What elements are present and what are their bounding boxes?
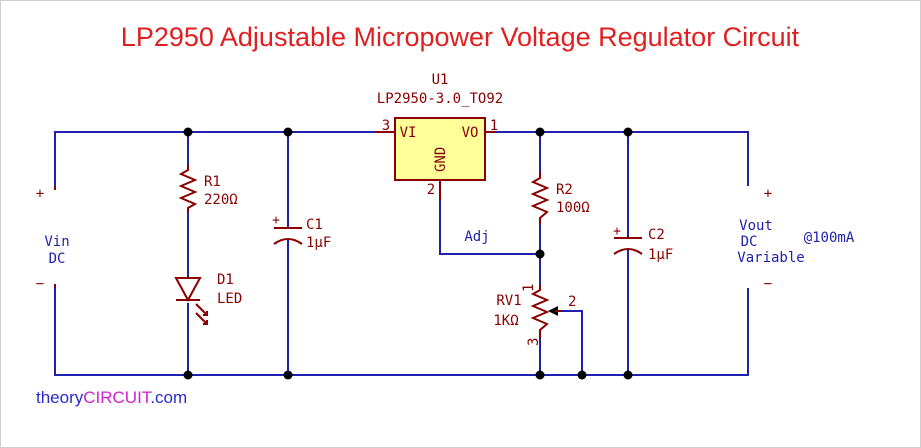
wires	[54, 131, 749, 376]
rv1-ref: RV1	[496, 293, 521, 309]
wiper-wire	[555, 310, 583, 375]
pin-vi-name: VI	[400, 125, 417, 141]
pin-gnd-number: 2	[427, 182, 435, 198]
capacitor-c1: + C1 1µF	[272, 213, 331, 251]
junction-dot	[183, 370, 193, 380]
net-label-adj: Adj	[464, 229, 489, 245]
rv1-value: 1KΩ	[493, 313, 518, 329]
r1-ref: R1	[204, 174, 221, 190]
adj-wire	[439, 200, 540, 255]
output-label-vout: Vout	[739, 218, 773, 234]
brand-circuit: CIRCUIT	[83, 388, 152, 407]
regulator-body	[394, 117, 486, 181]
diagram-title: LP2950 Adjustable Micropower Voltage Reg…	[121, 22, 800, 52]
pin-vo-name: VO	[462, 125, 479, 141]
c1-plus: +	[272, 213, 280, 228]
r2-ref: R2	[556, 182, 573, 198]
c1-ref: C1	[306, 217, 323, 233]
input-terminal: + − Vin DC	[36, 186, 70, 292]
output-terminal: + − Vout DC Variable @100mA	[737, 186, 855, 292]
junctions	[183, 127, 633, 380]
input-plus: +	[36, 186, 44, 202]
resistor-r1: R1 220Ω	[178, 165, 238, 212]
output-minus: −	[764, 276, 772, 292]
regulator-u1: U1 LP2950-3.0_TO92 3 VI VO 1 2 GND	[375, 72, 503, 200]
brand-logo: theoryCIRCUIT.com	[36, 388, 187, 407]
wiper-arrow	[548, 306, 558, 316]
c2-value: 1µF	[648, 247, 673, 263]
output-current: @100mA	[804, 230, 855, 246]
junction-dot	[535, 249, 545, 259]
junction-dot	[283, 370, 293, 380]
junction-dot	[623, 370, 633, 380]
u1-ref: U1	[432, 72, 449, 88]
c2-plus: +	[613, 224, 621, 239]
rv1-pin1: 1	[521, 284, 537, 292]
brand-theory: theory	[36, 388, 84, 407]
resistor-r2: R2 100Ω	[530, 172, 590, 224]
pin-vi-number: 3	[382, 118, 390, 134]
bottom-rail	[54, 288, 749, 376]
pin-gnd-name: GND	[433, 147, 449, 172]
input-label-vin: Vin	[44, 234, 69, 250]
u1-part: LP2950-3.0_TO92	[377, 91, 503, 107]
r1-value: 220Ω	[204, 192, 238, 208]
junction-dot	[535, 370, 545, 380]
capacitor-c2: + C2 1µF	[613, 224, 673, 263]
junction-dot	[623, 127, 633, 137]
brand-com: .com	[150, 388, 187, 407]
junction-dot	[535, 127, 545, 137]
top-rail-right	[495, 131, 749, 186]
output-label-dc: DC	[741, 234, 758, 250]
led-d1: D1 LED	[174, 272, 242, 325]
top-rail-left	[54, 131, 375, 186]
c2-ref: C2	[648, 227, 665, 243]
c1-value: 1µF	[306, 235, 331, 251]
input-minus: −	[36, 276, 44, 292]
input-label-dc: DC	[49, 251, 66, 267]
d1-ref: D1	[217, 272, 234, 288]
potentiometer-rv1: 1 2 3 RV1 1KΩ	[493, 284, 576, 346]
output-label-variable: Variable	[737, 250, 804, 266]
junction-dot	[183, 127, 193, 137]
junction-dot	[283, 127, 293, 137]
rv1-pin3: 3	[526, 338, 542, 346]
rv1-pin2: 2	[568, 294, 576, 310]
pin-vo-number: 1	[490, 118, 498, 134]
junction-dot	[577, 370, 587, 380]
output-plus: +	[764, 186, 772, 202]
d1-value: LED	[217, 291, 242, 307]
r2-value: 100Ω	[556, 200, 590, 216]
